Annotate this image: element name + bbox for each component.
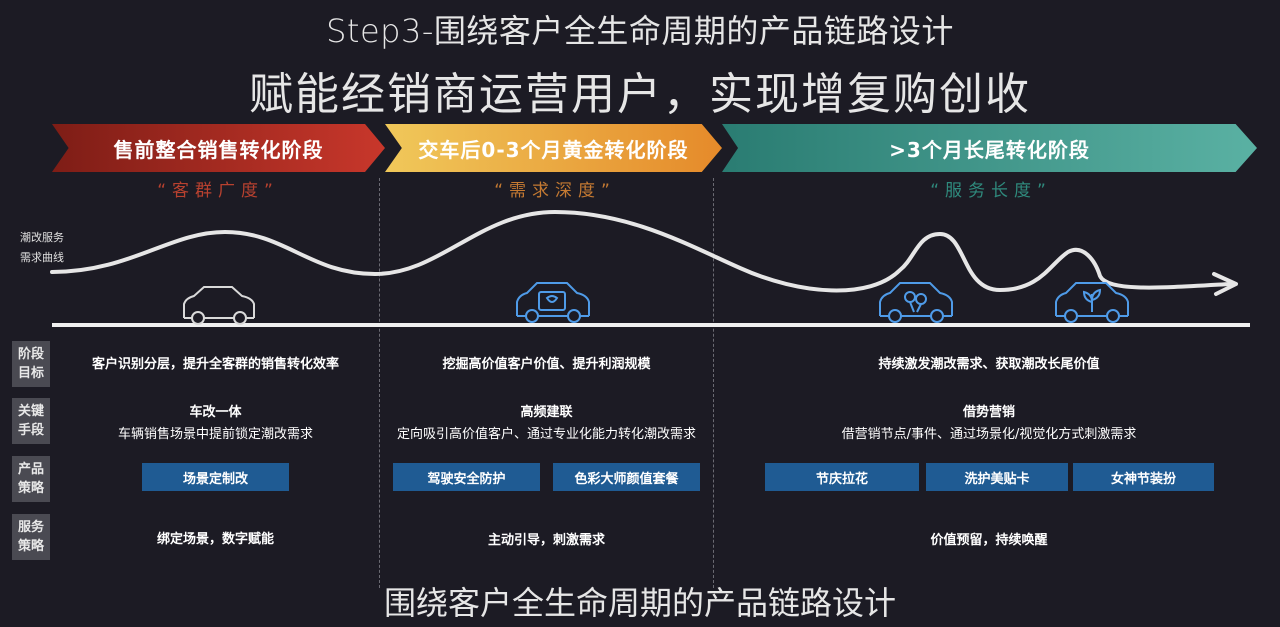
car-plant-icon xyxy=(1055,282,1129,323)
product-chip-color-master: 色彩大师颜值套餐 xyxy=(553,463,700,491)
means-title-longtail: 借势营销 xyxy=(962,405,1015,420)
service-golden: 主动引导，刺激需求 xyxy=(487,533,605,548)
row-label-text: 策略 xyxy=(17,481,44,496)
row-label-text: 服务 xyxy=(17,520,44,535)
stage-banner-golden: 交车后0-3个月黄金转化阶段 xyxy=(385,124,722,172)
goal-presale: 客户识别分层，提升全客群的销售转化效率 xyxy=(91,357,339,372)
stage-quote-length: “服务长度” xyxy=(930,181,1052,201)
goal-golden: 挖掘高价值客户价值、提升利润规模 xyxy=(442,357,651,372)
arrow-head-icon xyxy=(1212,272,1238,296)
stage-quote-depth: “需求深度” xyxy=(494,181,616,201)
row-label-text: 产品 xyxy=(17,462,44,477)
row-label-text: 目标 xyxy=(17,366,44,381)
product-chip-safety: 驾驶安全防护 xyxy=(393,463,540,491)
means-desc-golden: 定向吸引高价值客户、通过专业化能力转化潮改需求 xyxy=(396,427,696,442)
row-label-text: 策略 xyxy=(17,539,44,554)
page-title: Step3-围绕客户全生命周期的产品链路设计 xyxy=(326,12,954,50)
product-chip-festival: 节庆拉花 xyxy=(765,463,919,491)
means-desc-longtail: 借营销节点/事件、通过场景化/视觉化方式刺激需求 xyxy=(841,427,1137,442)
goal-longtail: 持续激发潮改需求、获取潮改长尾价值 xyxy=(878,357,1100,372)
stage-banner-longtail: >3个月长尾转化阶段 xyxy=(722,124,1257,172)
car-icon xyxy=(183,286,255,325)
stage-divider xyxy=(713,178,714,588)
demand-curve xyxy=(50,209,1232,293)
stage-banner-presale: 售前整合销售转化阶段 xyxy=(52,124,385,172)
car-balloon-icon xyxy=(879,282,953,323)
row-label-text: 阶段 xyxy=(17,347,44,362)
row-label-goal: 阶段 目标 xyxy=(12,341,50,387)
curve-label-line2: 需求曲线 xyxy=(20,251,64,264)
product-chip-scene-custom: 场景定制改 xyxy=(142,463,289,491)
row-label-text: 关键 xyxy=(17,404,44,419)
means-title-presale: 车改一体 xyxy=(189,405,242,420)
footer-title: 围绕客户全生命周期的产品链路设计 xyxy=(383,584,896,622)
product-chip-wash-sticker: 洗护美贴卡 xyxy=(926,463,1068,491)
row-label-product: 产品 策略 xyxy=(12,456,50,502)
means-title-golden: 高频建联 xyxy=(520,405,573,420)
row-label-service: 服务 策略 xyxy=(12,514,50,560)
means-desc-presale: 车辆销售场景中提前锁定潮改需求 xyxy=(117,427,313,442)
curve-label-line1: 潮改服务 xyxy=(20,231,64,244)
stage-divider xyxy=(379,178,380,588)
car-screen-icon xyxy=(516,282,590,323)
stage-quote-breadth: “客群广度” xyxy=(157,181,279,201)
page-subtitle: 赋能经销商运营用户，实现增复购创收 xyxy=(249,69,1031,120)
row-label-means: 关键 手段 xyxy=(12,398,50,444)
row-label-text: 手段 xyxy=(17,423,44,438)
service-longtail: 价值预留，持续唤醒 xyxy=(930,533,1048,548)
service-presale: 绑定场景，数字赋能 xyxy=(156,532,274,547)
product-chip-goddess: 女神节装扮 xyxy=(1073,463,1214,491)
